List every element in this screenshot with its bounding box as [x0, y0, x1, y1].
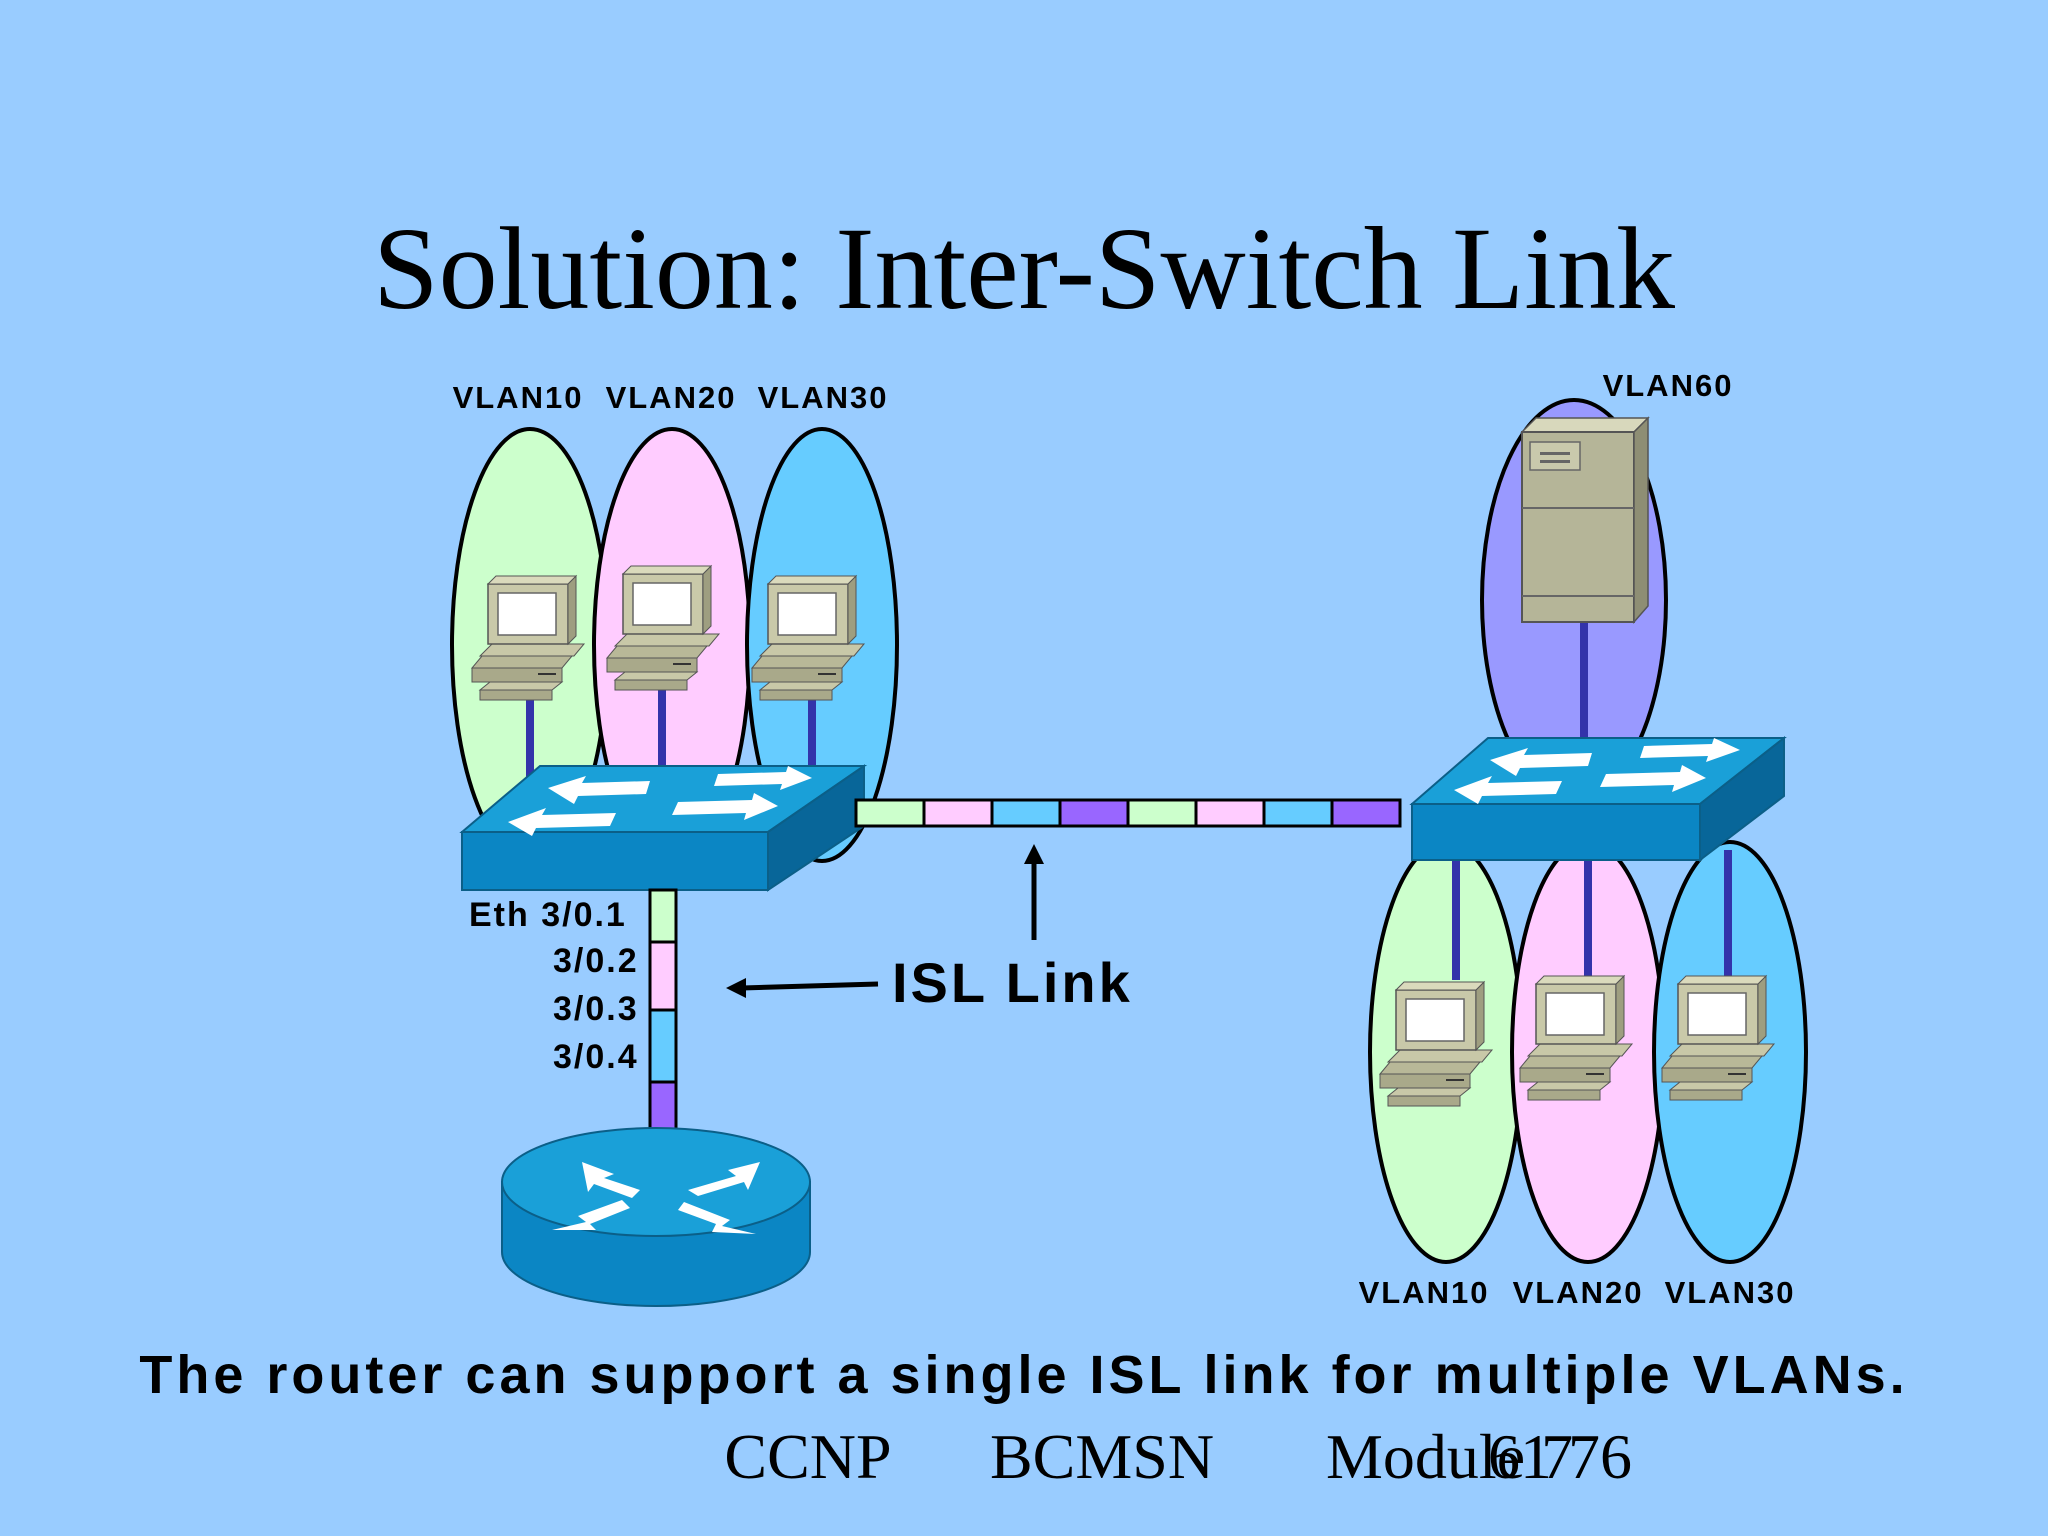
- isl-link-horizontal: [854, 798, 1402, 828]
- interface-label-1: Eth 3/0.1: [469, 896, 627, 934]
- right-vlan-label-20: VLAN20: [1513, 1275, 1644, 1310]
- switch-icon: [459, 764, 868, 892]
- right-vlan-label-10: VLAN10: [1359, 1275, 1490, 1310]
- right-vlan60-label: VLAN60: [1603, 368, 1734, 403]
- arrow-icon: [726, 978, 879, 998]
- footer-course: CCNP: [724, 1421, 891, 1492]
- isl-link-label: ISL Link: [892, 951, 1133, 1014]
- arrow-icon: [1024, 844, 1044, 940]
- page-title: Solution: Inter-Switch Link: [373, 203, 1675, 334]
- footer-module: Module 7: [1326, 1421, 1573, 1492]
- interface-label-4: 3/0.4: [553, 1038, 639, 1076]
- footer-exam: BCMSN: [990, 1421, 1214, 1492]
- footer-page-number: 61: [1488, 1421, 1552, 1492]
- router-icon: [501, 1127, 811, 1307]
- footer-page-number-overlap: 76: [1568, 1421, 1632, 1492]
- switch-icon: [1409, 735, 1787, 863]
- right-vlan-label-30: VLAN30: [1665, 1275, 1796, 1310]
- caption: The router can support a single ISL link…: [139, 1345, 1908, 1405]
- interface-label-2: 3/0.2: [553, 942, 639, 980]
- left-vlan-label-30: VLAN30: [758, 380, 889, 415]
- server-icon: [1520, 416, 1650, 624]
- left-vlan-label-10: VLAN10: [453, 380, 584, 415]
- left-vlan-label-20: VLAN20: [606, 380, 737, 415]
- interface-label-3: 3/0.3: [553, 990, 639, 1028]
